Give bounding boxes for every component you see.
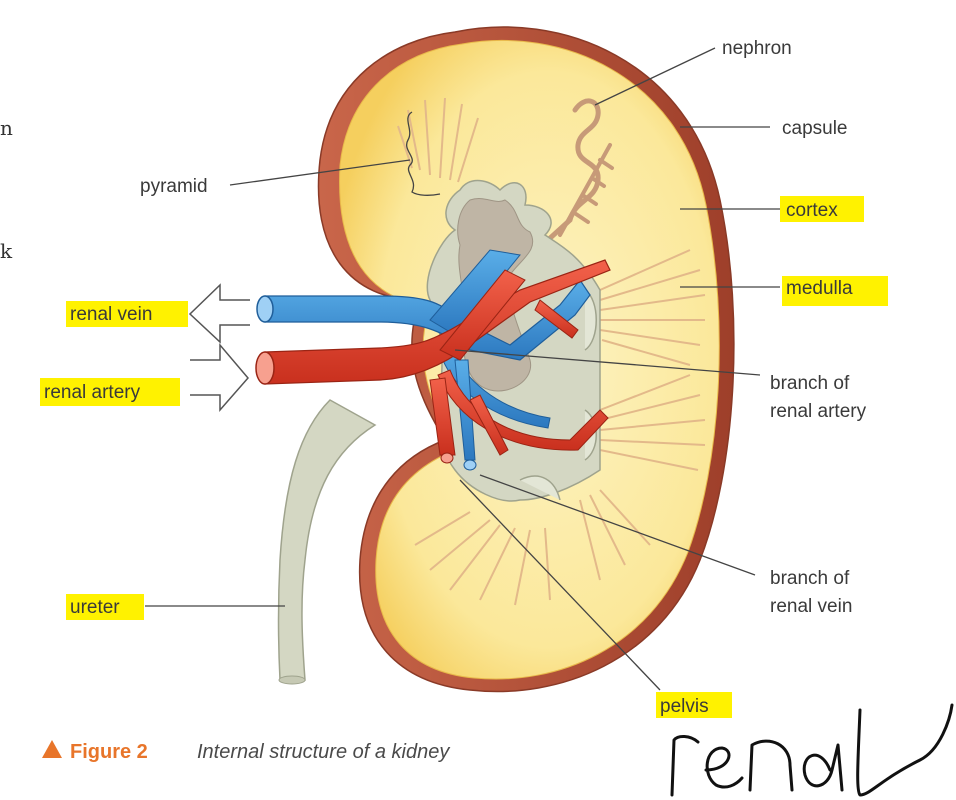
edge-text-fragment: k — [0, 239, 13, 263]
leader-pyramid — [229, 159, 411, 186]
label-renal-vein: renal vein — [70, 304, 152, 325]
handwritten-annotation — [670, 703, 954, 797]
caption-figure-label: Figure 2 — [70, 741, 148, 763]
label-branch-renal-artery-line2: renal artery — [770, 401, 867, 422]
label-branch-renal-vein-line2: renal vein — [770, 596, 852, 617]
label-cortex: cortex — [786, 200, 838, 221]
label-branch-renal-artery-line1: branch of — [770, 373, 850, 394]
caption-text: Internal structure of a kidney — [197, 741, 450, 763]
leader-nephron — [594, 47, 716, 106]
leader-branch-renal-vein — [479, 474, 756, 576]
leader-pelvis — [459, 479, 661, 691]
highlight-renal-artery — [40, 378, 180, 406]
edge-text-fragment: n — [0, 116, 13, 140]
ureter — [277, 399, 377, 681]
label-pelvis: pelvis — [660, 696, 709, 717]
pyramid-top — [397, 97, 479, 183]
pyramid-right-upper — [599, 249, 706, 366]
pyramid-bracket — [406, 111, 441, 196]
nephron-collecting-duct — [558, 143, 614, 237]
highlight-ureter — [66, 594, 144, 620]
label-ureter: ureter — [70, 597, 120, 618]
pyramids — [397, 97, 706, 606]
pyramid-right-lower — [599, 374, 706, 471]
highlight-renal-vein — [66, 301, 188, 327]
vein-outflow-arrow — [188, 283, 250, 344]
highlights — [40, 196, 888, 718]
highlight-medulla — [782, 276, 888, 306]
renal-artery — [255, 259, 611, 464]
label-renal-artery: renal artery — [44, 382, 141, 403]
leader-branch-renal-artery — [454, 349, 761, 376]
ureter-end — [278, 675, 306, 685]
highlight-cortex — [780, 196, 864, 222]
label-branch-renal-vein-line1: branch of — [770, 568, 850, 589]
label-pyramid: pyramid — [140, 176, 208, 197]
label-nephron: nephron — [722, 38, 792, 59]
caption-triangle-icon — [42, 740, 62, 758]
pyramid-bottom — [414, 511, 551, 606]
nephron-tubule — [545, 98, 601, 243]
label-medulla: medulla — [786, 278, 853, 299]
artery-inflow-arrow — [190, 342, 249, 412]
pyramid-bottom-right — [579, 489, 651, 581]
label-capsule: capsule — [782, 118, 848, 139]
highlight-pelvis — [656, 692, 732, 718]
minor-calyx — [519, 475, 561, 501]
leader-lines — [145, 47, 780, 691]
